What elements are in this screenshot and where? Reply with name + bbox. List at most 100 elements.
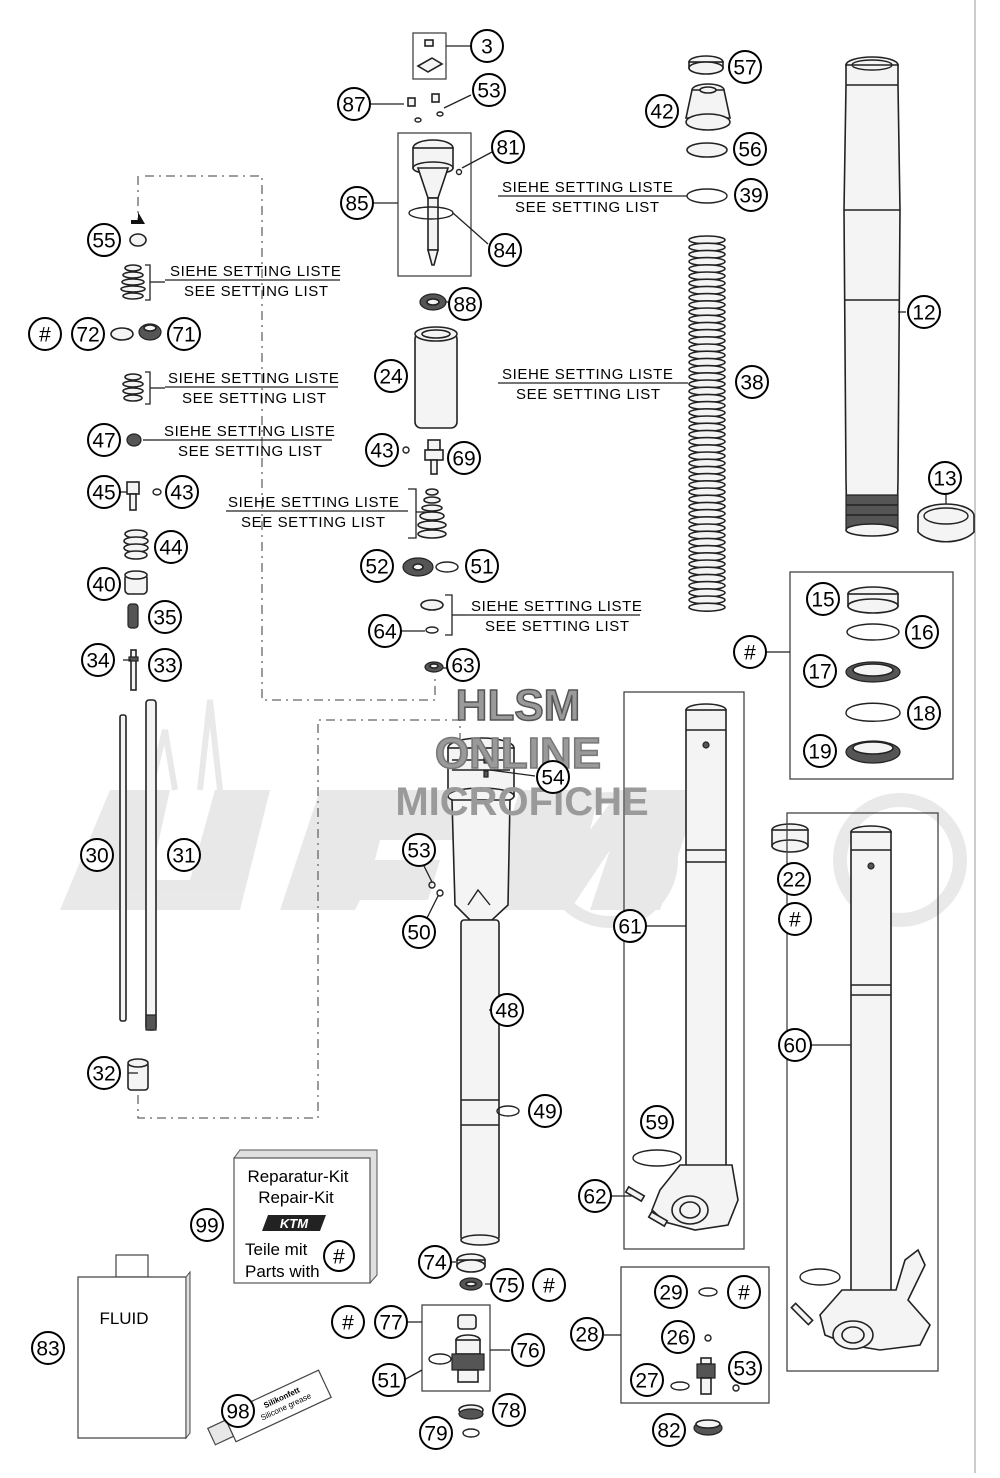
callout-label: 47 (92, 430, 115, 453)
part-79-oring (462, 1428, 480, 1438)
callout-label: 63 (451, 655, 474, 678)
callout-label: 39 (739, 185, 762, 208)
callout-26-36: 26 (661, 1320, 695, 1354)
callout-76-65: 76 (511, 1333, 545, 1367)
callout-label: 13 (933, 468, 956, 491)
callout-label: 98 (226, 1401, 249, 1424)
setting-note-1: SIEHE SETTING LISTE SEE SETTING LIST (165, 263, 341, 300)
callout-label: 32 (92, 1063, 115, 1086)
callout-85-4: 85 (340, 186, 374, 220)
shim-stack-middle (122, 373, 144, 402)
callout-17-23: 17 (803, 654, 837, 688)
repair-kit-hash-callout: # (323, 1240, 355, 1272)
callout-12-19: 12 (907, 295, 941, 329)
callout-61-29: 61 (613, 909, 647, 943)
part-77-cap (457, 1314, 477, 1330)
callout-83-70: 83 (31, 1331, 65, 1365)
callout-label: 79 (424, 1423, 447, 1446)
part-82-plug (693, 1419, 723, 1436)
callout-label: 22 (782, 869, 805, 892)
callout-33-51: 33 (148, 648, 182, 682)
shim-stack-upper (120, 264, 146, 300)
part-32-nut (127, 1058, 149, 1091)
part-60-inner-tube (819, 825, 931, 1351)
part-33-needle (128, 649, 139, 691)
part-49-oring (496, 1105, 520, 1117)
callout-51-11: 51 (465, 549, 499, 583)
part-28-valve (696, 1357, 716, 1395)
callout-53-38: 53 (728, 1351, 762, 1385)
callout-43-8: 43 (365, 433, 399, 467)
callout-75-61: 75 (490, 1268, 524, 1302)
callout-label: 3 (481, 36, 493, 59)
callout-53-55: 53 (402, 833, 436, 867)
callout-42-15: 42 (645, 94, 679, 128)
setting-note-5-en: SEE SETTING LIST (485, 618, 630, 635)
callout-50-56: 50 (402, 915, 436, 949)
setting-note-6-de: SIEHE SETTING LISTE (502, 179, 673, 196)
callout-label: 16 (910, 622, 933, 645)
callout-label: 56 (738, 139, 761, 162)
setting-note-4-de: SIEHE SETTING LISTE (228, 494, 399, 511)
callout-71-43: 71 (167, 317, 201, 351)
callout-77-64: 77 (374, 1305, 408, 1339)
part-22-bushing (771, 823, 809, 853)
callout-label: 24 (379, 366, 403, 389)
callout-40-48: 40 (87, 567, 121, 601)
setting-note-3-en: SEE SETTING LIST (178, 443, 323, 460)
part-43-oring-left (152, 488, 162, 496)
callout-72-42: 72 (71, 317, 105, 351)
callout-31-53: 31 (167, 838, 201, 872)
part-24-tube (414, 326, 458, 429)
callout-59-31: 59 (640, 1105, 674, 1139)
callout-44-47: 44 (154, 530, 188, 564)
callout-label: 64 (373, 621, 397, 644)
part-87-screws (407, 93, 440, 107)
part-48-cartridge (447, 737, 515, 1246)
callout-hash-62: # (532, 1268, 566, 1302)
callout-hash-41: # (28, 317, 62, 351)
setting-note-7-de: SIEHE SETTING LISTE (502, 366, 673, 383)
callout-label: # (744, 642, 756, 665)
callout-label: 82 (657, 1420, 680, 1443)
fluid-can: FLUID (77, 1254, 191, 1440)
callout-82-39: 82 (652, 1413, 686, 1447)
callout-54-57: 54 (536, 760, 570, 794)
callout-label: 72 (76, 324, 99, 347)
part-31-rod (145, 699, 157, 1031)
repair-kit-line2: Repair-Kit (258, 1188, 334, 1207)
background-logo-watermark (60, 699, 967, 928)
callout-label: 51 (470, 556, 493, 579)
repair-kit-line3: Teile mit (245, 1240, 308, 1259)
callout-label: 99 (195, 1215, 218, 1238)
callout-label: 59 (645, 1112, 668, 1135)
setting-note-3: SIEHE SETTING LISTE SEE SETTING LIST (158, 423, 335, 460)
part-60-oring (799, 1268, 841, 1286)
callout-hash-35: # (727, 1275, 761, 1309)
setting-note-5-de: SIEHE SETTING LISTE (471, 598, 642, 615)
callout-30-52: 30 (80, 838, 114, 872)
callout-label: 34 (86, 650, 110, 673)
callout-81-3: 81 (491, 130, 525, 164)
callout-label: 12 (912, 302, 935, 325)
callout-label: 26 (666, 1327, 689, 1350)
callout-19-25: 19 (803, 734, 837, 768)
callout-39-17: 39 (734, 178, 768, 212)
setting-note-5: SIEHE SETTING LISTE SEE SETTING LIST (466, 598, 642, 635)
svg-text:#: # (333, 1246, 345, 1269)
callout-label: # (543, 1275, 555, 1298)
callout-label: 29 (659, 1282, 682, 1305)
callout-label: 53 (407, 840, 430, 863)
callout-38-18: 38 (735, 365, 769, 399)
callout-label: 45 (92, 482, 115, 505)
part-63-washer (424, 661, 444, 673)
part-85-cartridge-cap (412, 139, 454, 266)
callout-32-54: 32 (87, 1056, 121, 1090)
callout-18-24: 18 (907, 696, 941, 730)
part-61-inner-tube (651, 703, 739, 1231)
callout-label: # (342, 1312, 354, 1335)
part-71-valve (138, 323, 162, 341)
callout-45-45: 45 (87, 475, 121, 509)
part-54-marks (483, 756, 489, 778)
